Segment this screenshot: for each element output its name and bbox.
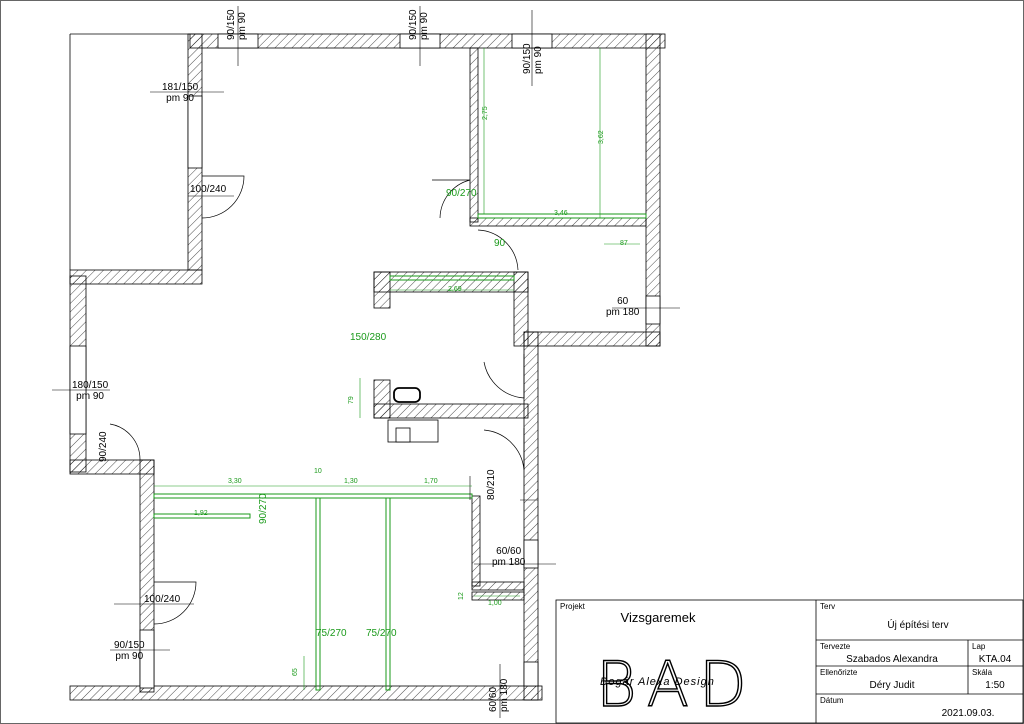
wall-step [69, 269, 203, 285]
dim-330: 3,30 [228, 478, 242, 485]
tb-checker-value: Déry Judit [869, 680, 915, 691]
fixtures [387, 387, 439, 443]
wall-bottom [69, 685, 543, 701]
tb-project-value: Vizsgaremek [620, 610, 696, 625]
partitions [153, 213, 647, 691]
label-left-window-top: 181/150 pm 90 [162, 82, 199, 104]
tb-date-label: Dátum [820, 696, 844, 705]
wall-bath-left [471, 495, 481, 587]
tb-plan-label: Terv [820, 602, 836, 611]
wall-right-step [523, 331, 661, 347]
dim-100: 1,00 [488, 600, 502, 607]
dim-362: 3,62 [598, 130, 605, 144]
tb-designer-label: Tervezte [820, 642, 851, 651]
label-door-75-a: 75/270 [316, 628, 347, 639]
tb-sheet-label: Lap [972, 642, 986, 651]
dim-170: 1,70 [424, 478, 438, 485]
label-left-window-mid: 180/150 pm 90 [72, 380, 109, 402]
label-window-bottom-right: 60/60 pm 180 [488, 678, 510, 712]
dim-346: 3,46 [554, 210, 568, 217]
plan-outline [69, 33, 190, 270]
tb-sheet-value: KTA.04 [978, 654, 1012, 665]
tb-scale-value: 1:50 [985, 680, 1005, 691]
bad-logo: BAD Bogár Alexa Design [595, 647, 771, 721]
door-swings [109, 175, 525, 625]
tb-date-value: 2021.09.03. [941, 708, 995, 719]
label-door-75-b: 75/270 [366, 628, 397, 639]
label-door-90: 90 [494, 238, 506, 249]
label-top-window-3: 90/150 pm 90 [522, 43, 544, 74]
dim-10: 10 [314, 468, 322, 475]
wall-core-bottom [373, 403, 529, 419]
tb-plan-value: Új építési terv [887, 620, 949, 631]
logo-names: Bogár Alexa Design [600, 676, 715, 688]
label-passage-150: 150/280 [350, 332, 387, 343]
dim-192: 1,92 [194, 510, 208, 517]
label-right-window: 60 pm 180 [606, 296, 640, 318]
label-door-center-top: 90/270 [446, 188, 477, 199]
title-block-grid [555, 599, 1024, 724]
dim-275: 2,75 [482, 106, 489, 120]
wall-bath-bottom [471, 581, 525, 591]
tb-checker-label: Ellenőrizte [820, 668, 858, 677]
label-left-door-mid: 90/240 [98, 431, 109, 462]
tb-designer-value: Szabados Alexandra [846, 654, 938, 665]
tb-project-label: Projekt [560, 602, 585, 611]
label-left-door-top: 100/240 [190, 184, 227, 195]
label-window-bottom-left: 90/150 pm 90 [114, 640, 145, 662]
dim-12: 12 [458, 592, 465, 600]
label-door-bottom-left: 100/240 [144, 594, 181, 605]
dimension-lines [154, 48, 646, 690]
label-top-window-2: 90/150 pm 90 [408, 9, 430, 40]
dim-87: 87 [620, 240, 628, 247]
dim-269: 2,69 [448, 286, 462, 293]
leader-lines [52, 6, 680, 718]
wall-interior-horizontal [469, 217, 647, 227]
dim-79: 79 [348, 396, 355, 404]
dim-130: 1,30 [344, 478, 358, 485]
tb-scale-label: Skála [972, 668, 993, 677]
label-window-bath: 60/60 pm 180 [492, 546, 526, 568]
dim-65: 65 [292, 668, 299, 676]
logo-letters: BAD [595, 647, 757, 721]
wall-core-left-top [373, 271, 391, 309]
label-door-bath: 80/210 [486, 469, 497, 500]
window-openings [69, 33, 661, 689]
wall-core-right [513, 271, 529, 347]
label-door-corridor: 90/270 [258, 493, 269, 524]
wall-right-lower [523, 331, 539, 701]
label-top-window-1: 90/150 pm 90 [226, 9, 248, 40]
